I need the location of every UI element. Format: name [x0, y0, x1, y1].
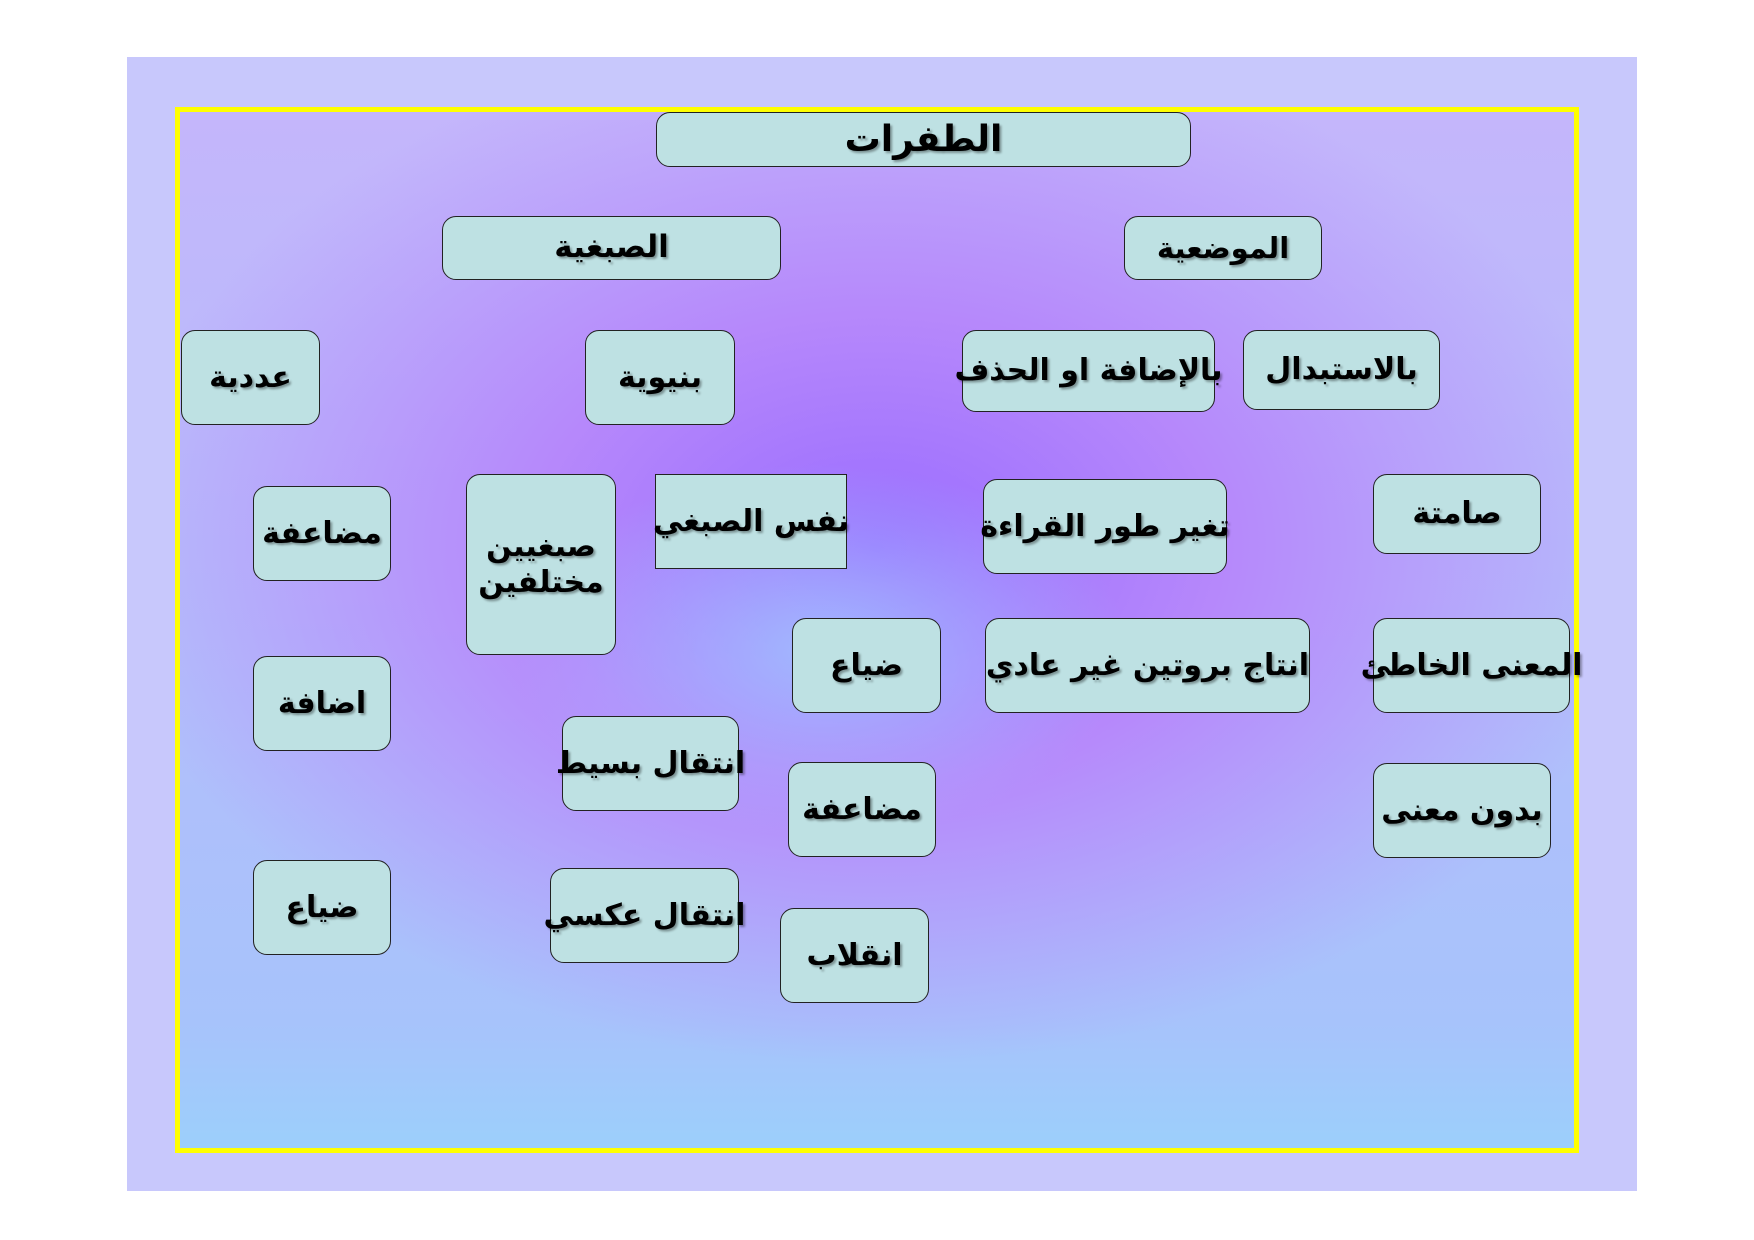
node-label: انتقال بسيط: [555, 745, 746, 781]
node-label: بدون معنى: [1381, 792, 1543, 828]
node-reciprocal-translocation: انتقال عكسي: [544, 868, 745, 963]
node-numeric: عددية: [181, 330, 320, 425]
node-abnormal-protein: انتاج بروتين غير عادي: [985, 618, 1310, 713]
node-label: عددية: [209, 359, 292, 395]
node-label: بنيوية: [617, 359, 703, 395]
node-label: صامتة: [1412, 496, 1502, 531]
node-inversion: انقلاب: [780, 908, 929, 1003]
node-structural: بنيوية: [585, 330, 735, 425]
node-substitution: بالاستبدال: [1243, 330, 1440, 410]
node-label: انتقال عكسي: [543, 897, 746, 933]
node-label: ضياع: [830, 647, 903, 683]
node-label: ضياع: [285, 889, 359, 925]
node-numeric-deletion: ضياع: [253, 860, 391, 955]
node-label: الموضعية: [1156, 230, 1290, 265]
node-missense: المعنى الخاطئ: [1361, 618, 1582, 713]
node-silent: صامتة: [1373, 474, 1541, 554]
node-chromosomal: الصبغية: [442, 216, 781, 280]
node-same-deletion: ضياع: [792, 618, 941, 713]
node-point: الموضعية: [1124, 216, 1322, 280]
node-different-chromosomes: صبغيين مختلفين: [466, 474, 616, 655]
node-label: بالإضافة او الحذف: [954, 353, 1223, 388]
node-label: الصبغية: [554, 229, 669, 266]
node-numeric-duplication: مضاعفة: [253, 486, 391, 581]
node-label: صبغيين مختلفين: [478, 528, 604, 600]
node-label: مضاعفة: [802, 791, 922, 827]
node-numeric-addition: اضافة: [253, 656, 391, 751]
node-same-duplication: مضاعفة: [788, 762, 936, 857]
node-label: بالاستبدال: [1265, 352, 1418, 387]
node-label: اضافة: [277, 685, 367, 721]
node-label: المعنى الخاطئ: [1360, 647, 1583, 683]
node-nonsense: بدون معنى: [1373, 763, 1551, 858]
node-label: انتاج بروتين غير عادي: [985, 647, 1310, 683]
node-label: انقلاب: [806, 937, 903, 973]
node-frameshift: تغير طور القراءة: [980, 479, 1230, 574]
node-addition-deletion: بالإضافة او الحذف: [954, 330, 1223, 412]
node-simple-translocation: انتقال بسيط: [556, 716, 745, 811]
node-label: الطفرات: [844, 118, 1003, 160]
node-label: تغير طور القراءة: [980, 508, 1230, 544]
node-label: مضاعفة: [262, 515, 382, 551]
node-label: نفس الصبغي: [652, 503, 850, 539]
node-root-mutations: الطفرات: [656, 112, 1191, 167]
node-same-chromosome: نفس الصبغي: [652, 474, 850, 569]
